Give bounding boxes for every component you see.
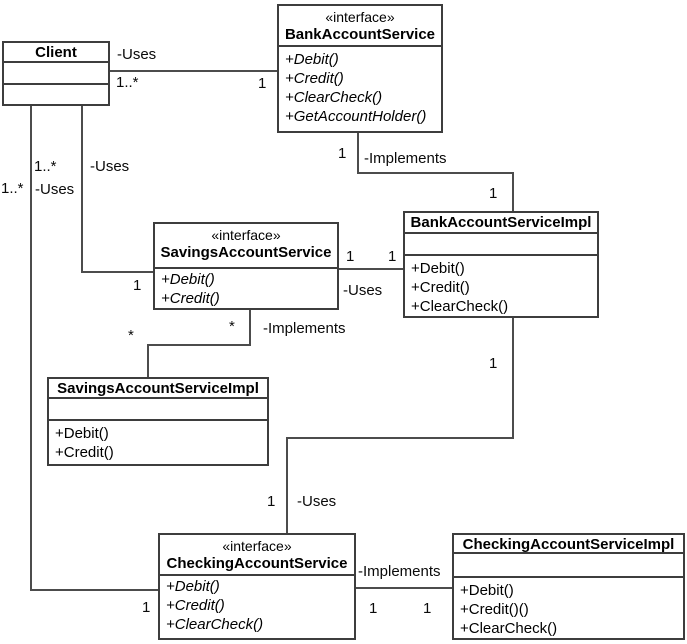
method: +Debit(): [161, 271, 215, 288]
association-name-label: -Implements: [358, 563, 441, 580]
checkingaccountservice-methods: +Debit() +Credit() +ClearCheck(): [160, 576, 354, 638]
checkingaccountservice-header: «interface» CheckingAccountService: [160, 535, 354, 576]
method: +Credit(): [161, 290, 220, 307]
method: +Credit(): [411, 279, 470, 296]
multiplicity-label: 1: [489, 185, 498, 202]
class-name-bankaccountserviceimpl: BankAccountServiceImpl: [405, 213, 597, 234]
class-name-client: Client: [4, 43, 108, 63]
savingsaccountservice-header: «interface» SavingsAccountService: [155, 224, 337, 269]
association-name-label: -Uses: [117, 46, 157, 63]
method: +Debit(): [285, 51, 339, 68]
bankaccountserviceimpl-methods: +Debit() +Credit() +ClearCheck(): [405, 256, 597, 316]
association-name-label: -Implements: [263, 320, 346, 337]
method: +Debit(): [411, 260, 465, 277]
method: +Debit(): [55, 425, 109, 442]
multiplicity-label: 1: [388, 248, 397, 265]
checkingaccountserviceimpl-methods: +Debit() +Credit()() +ClearCheck(): [454, 578, 683, 638]
method: +Credit()(): [460, 601, 529, 618]
savingsaccountserviceimpl-methods: +Debit() +Credit(): [49, 421, 267, 464]
edge-savingsimpl-implements-seg2: [147, 344, 251, 346]
association-name-label: -Uses: [343, 282, 383, 299]
bankaccountserviceimpl-attributes-compartment: [405, 234, 597, 256]
stereotype-label: «interface»: [325, 9, 395, 25]
edge-bankimpl-implements-seg3: [512, 172, 514, 213]
interface-checkingaccountservice: «interface» CheckingAccountService +Debi…: [158, 533, 356, 640]
edge-bankimpl-implements-seg1: [357, 133, 359, 174]
multiplicity-label: 1: [423, 600, 432, 617]
method: +Credit(): [166, 597, 225, 614]
edge-checkingimpl-implements: [356, 587, 452, 589]
stereotype-label: «interface»: [211, 227, 281, 243]
interface-savingsaccountservice: «interface» SavingsAccountService +Debit…: [153, 222, 339, 310]
method: +GetAccountHolder(): [285, 108, 427, 125]
class-savingsaccountserviceimpl: SavingsAccountServiceImpl +Debit() +Cred…: [47, 377, 269, 466]
interface-bankaccountservice: «interface» BankAccountService +Debit() …: [277, 4, 443, 133]
method: +Credit(): [285, 70, 344, 87]
edge-savingsimpl-implements-seg3: [147, 344, 149, 377]
multiplicity-label: 1: [258, 75, 267, 92]
method: +Debit(): [166, 578, 220, 595]
class-client: Client: [2, 41, 110, 106]
savingsaccountserviceimpl-attributes-compartment: [49, 399, 267, 421]
class-bankaccountserviceimpl: BankAccountServiceImpl +Debit() +Credit(…: [403, 211, 599, 318]
edge-bankimpl-uses-checking-seg2: [286, 437, 514, 439]
multiplicity-label: 1: [346, 248, 355, 265]
association-name-label: -Uses: [297, 493, 337, 510]
checkingaccountserviceimpl-attributes-compartment: [454, 554, 683, 578]
method: +ClearCheck(): [460, 620, 558, 637]
edge-bankimpl-implements-seg2: [357, 172, 514, 174]
multiplicity-label: 1: [369, 600, 378, 617]
multiplicity-label: 1..*: [116, 74, 139, 91]
class-name-savingsaccountservice: SavingsAccountService: [160, 244, 332, 261]
edge-bankimpl-uses-savings: [339, 268, 403, 270]
method: +Debit(): [460, 582, 514, 599]
client-attributes-compartment: [4, 63, 108, 85]
method: +Credit(): [55, 444, 114, 461]
edge-client-uses-checking-seg1: [30, 106, 32, 591]
multiplicity-label: 1..*: [1, 180, 24, 197]
class-checkingaccountserviceimpl: CheckingAccountServiceImpl +Debit() +Cre…: [452, 533, 685, 640]
multiplicity-label: *: [128, 327, 134, 344]
edge-bankimpl-uses-checking-seg1: [512, 318, 514, 439]
method: +ClearCheck(): [166, 616, 264, 633]
multiplicity-label: *: [229, 318, 235, 335]
association-name-label: -Uses: [35, 181, 75, 198]
class-name-checkingaccountserviceimpl: CheckingAccountServiceImpl: [454, 535, 683, 554]
method: +ClearCheck(): [411, 298, 509, 315]
edge-bankimpl-uses-checking-seg3: [286, 437, 288, 533]
multiplicity-label: 1: [338, 145, 347, 162]
class-name-bankaccountservice: BankAccountService: [284, 26, 436, 43]
multiplicity-label: 1: [133, 277, 142, 294]
edge-client-uses-checking-seg2: [30, 589, 158, 591]
association-name-label: -Uses: [90, 158, 130, 175]
class-name-checkingaccountservice: CheckingAccountService: [166, 555, 348, 572]
savingsaccountservice-methods: +Debit() +Credit(): [155, 269, 337, 308]
association-name-label: -Implements: [364, 150, 447, 167]
method: +ClearCheck(): [285, 89, 383, 106]
multiplicity-label: 1: [267, 493, 276, 510]
bankaccountservice-methods: +Debit() +Credit() +ClearCheck() +GetAcc…: [279, 47, 441, 131]
edge-client-uses-savings-seg2: [81, 271, 153, 273]
class-name-savingsaccountserviceimpl: SavingsAccountServiceImpl: [49, 379, 267, 399]
edge-savingsimpl-implements-seg1: [249, 310, 251, 346]
multiplicity-label: 1..*: [34, 158, 57, 175]
stereotype-label: «interface»: [222, 538, 292, 554]
bankaccountservice-header: «interface» BankAccountService: [279, 6, 441, 47]
edge-client-uses-bankaccountservice: [110, 70, 277, 72]
multiplicity-label: 1: [489, 355, 498, 372]
multiplicity-label: 1: [142, 599, 151, 616]
edge-client-uses-savings-seg1: [81, 106, 83, 273]
client-operations-compartment: [4, 85, 108, 104]
